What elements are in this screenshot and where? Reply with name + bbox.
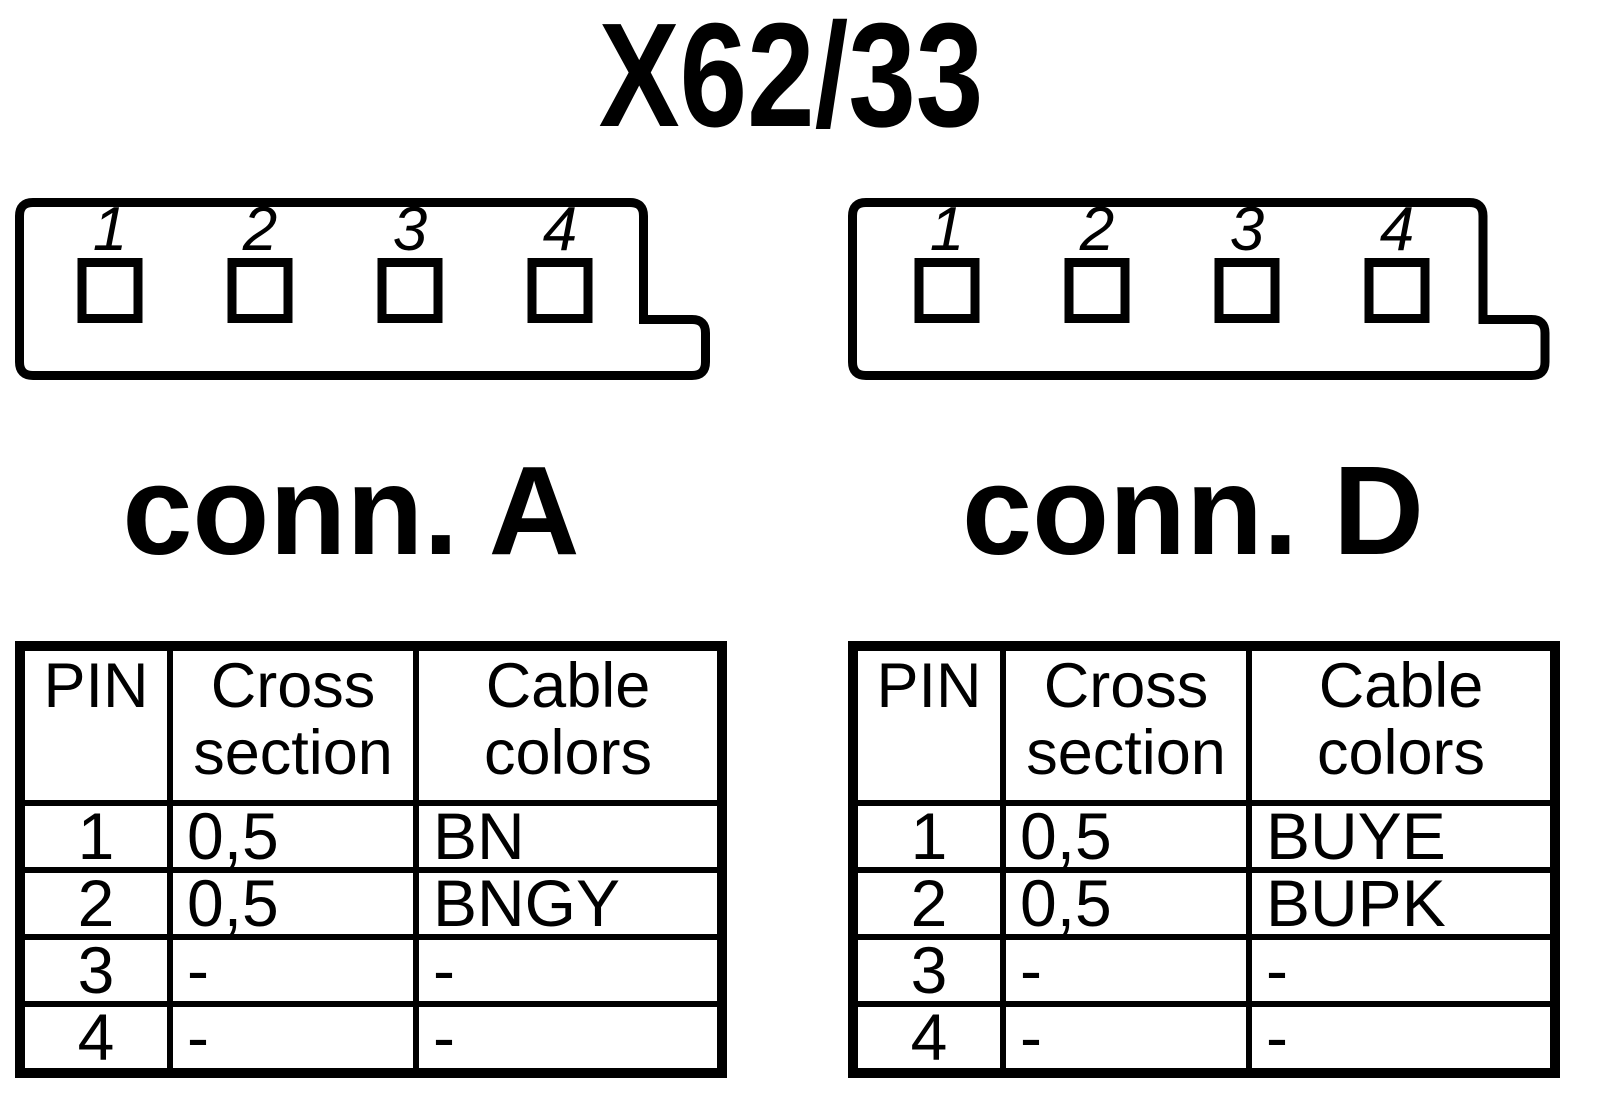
connector-d-pin-1-number: 1 (930, 195, 964, 264)
column-header-pin: PIN (25, 651, 167, 800)
cross-section-cell: 0,5 (1006, 803, 1246, 870)
cross-section-cell: - (173, 1004, 413, 1071)
cable-color-cell: BN (419, 803, 717, 870)
connector-a-outline (15, 198, 710, 380)
connector-a-pin-table: PIN Cross section Cable colors 1 0,5 BN … (15, 641, 727, 1078)
cable-color-cell: - (1252, 937, 1550, 1004)
connector-a-pin-4-number: 4 (543, 195, 577, 264)
column-header-cross-section: Cross section (1006, 651, 1246, 800)
column-header-cable-colors: Cable colors (419, 651, 717, 800)
column-header-pin: PIN (858, 651, 1000, 800)
connector-d-pin-3-number: 3 (1230, 195, 1264, 264)
connector-drawings: 1 2 3 4 1 2 3 4 (15, 195, 1550, 380)
pin-cell: 3 (858, 937, 1000, 1004)
cable-color-cell: BNGY (419, 870, 717, 937)
cable-color-cell: - (1252, 1004, 1550, 1071)
column-header-cable-colors: Cable colors (1252, 651, 1550, 800)
connector-a-pin-2-number: 2 (242, 195, 277, 264)
connector-a-label: conn. A (122, 440, 580, 581)
connector-d-pin-2-slot (1064, 258, 1130, 323)
pin-cell: 1 (25, 803, 167, 870)
connector-a-pin-1-slot (77, 258, 143, 323)
connector-d-pin-2-number: 2 (1079, 195, 1114, 264)
pin-cell: 4 (25, 1004, 167, 1071)
connector-a-pin-2-slot (227, 258, 293, 323)
pin-cell: 1 (858, 803, 1000, 870)
pin-cell: 2 (858, 870, 1000, 937)
connector-d-pin-table: PIN Cross section Cable colors 1 0,5 BUY… (848, 641, 1560, 1078)
connector-d-pin-4-number: 4 (1380, 195, 1414, 264)
pin-cell: 2 (25, 870, 167, 937)
cross-section-cell: 0,5 (173, 803, 413, 870)
cable-color-cell: BUPK (1252, 870, 1550, 937)
pin-cell: 3 (25, 937, 167, 1004)
cable-color-cell: - (419, 937, 717, 1004)
cable-color-cell: BUYE (1252, 803, 1550, 870)
connector-d-outline (848, 198, 1550, 380)
page-title: X62/33 (598, 0, 984, 158)
connector-d-pin-1-slot (914, 258, 980, 323)
connector-a-pin-4-slot (527, 258, 593, 323)
cross-section-cell: - (1006, 1004, 1246, 1071)
connector-d-pin-4-slot (1364, 258, 1430, 323)
connector-d-pin-3-slot (1214, 258, 1280, 323)
cross-section-cell: - (173, 937, 413, 1004)
cable-color-cell: - (419, 1004, 717, 1071)
connector-a-pin-3-number: 3 (393, 195, 427, 264)
cross-section-cell: - (1006, 937, 1246, 1004)
column-header-cross-section: Cross section (173, 651, 413, 800)
connector-a-pin-1-number: 1 (93, 195, 127, 264)
pin-cell: 4 (858, 1004, 1000, 1071)
connector-d-label: conn. D (962, 440, 1424, 581)
cross-section-cell: 0,5 (1006, 870, 1246, 937)
connector-a-pin-3-slot (377, 258, 443, 323)
cross-section-cell: 0,5 (173, 870, 413, 937)
